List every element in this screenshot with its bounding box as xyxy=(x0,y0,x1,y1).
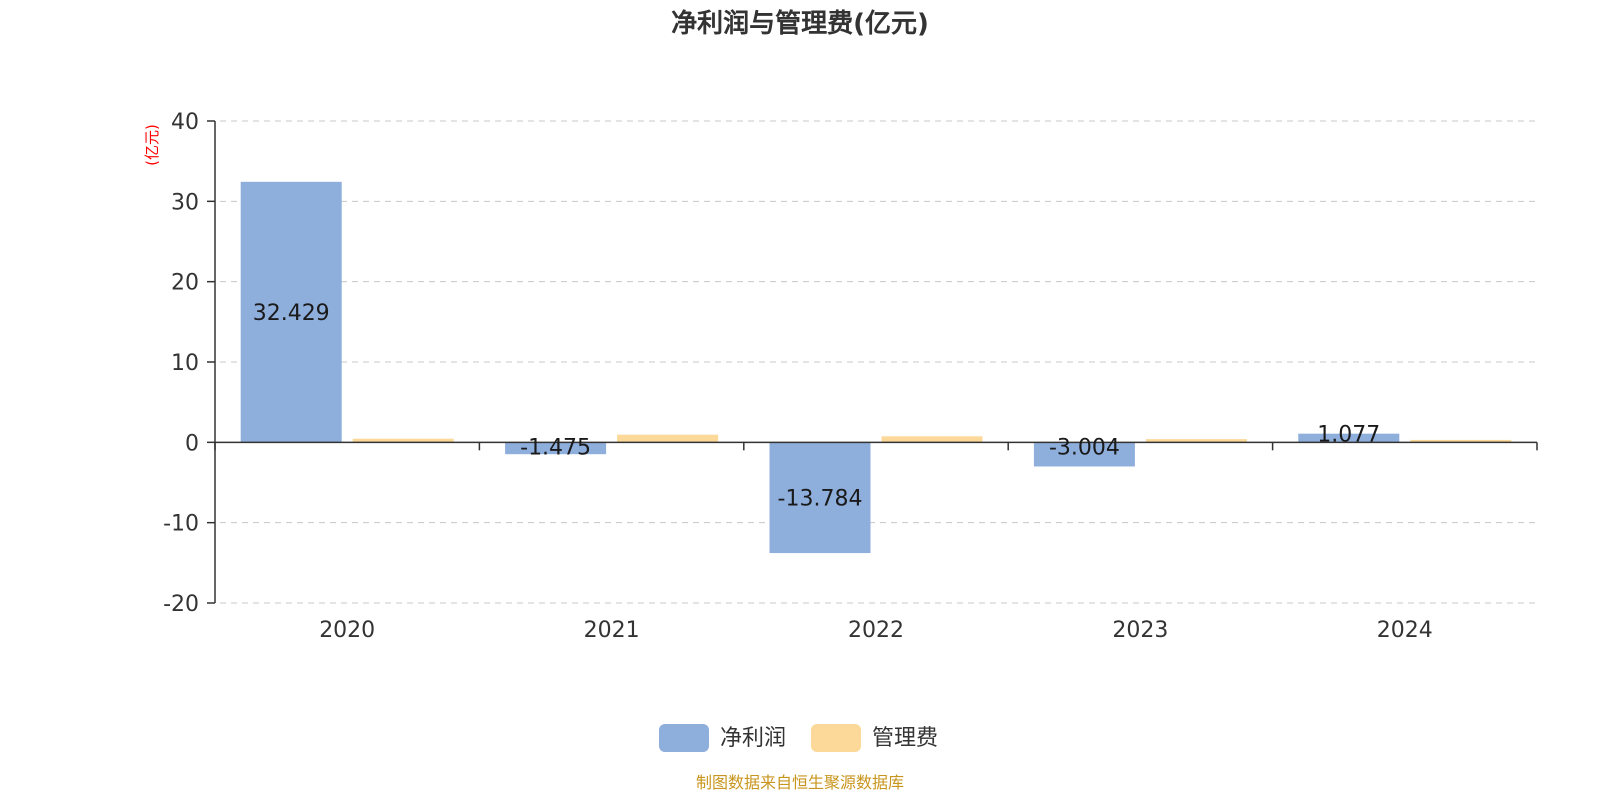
legend-swatch xyxy=(659,724,709,752)
y-tick-label: 0 xyxy=(185,431,199,456)
grid-lines xyxy=(220,120,1537,604)
y-tick-label: 30 xyxy=(171,190,199,215)
data-label: 32.429 xyxy=(253,301,330,326)
bar-admin-fee xyxy=(617,434,719,443)
source-note: 制图数据来自恒生聚源数据库 xyxy=(696,773,904,792)
bar-net-profit xyxy=(505,442,607,455)
legend-swatch xyxy=(811,724,861,752)
x-axis: 2020 2021 2022 2023 2024 xyxy=(214,441,1538,643)
data-label: -1.475 xyxy=(520,435,591,460)
x-tick-label: 2022 xyxy=(848,618,904,643)
bars xyxy=(240,181,1512,554)
bar-admin-fee xyxy=(1410,439,1512,443)
bar-net-profit xyxy=(1033,442,1135,467)
y-tick-label: -20 xyxy=(163,592,199,617)
data-label: -13.784 xyxy=(778,487,863,512)
bar-net-profit xyxy=(1298,433,1400,443)
x-tick-label: 2024 xyxy=(1377,618,1433,643)
chart-title: 净利润与管理费(亿元) xyxy=(671,8,929,39)
bar-admin-fee xyxy=(1145,439,1247,443)
y-axis: 40 30 20 10 0 -10 -20 xyxy=(163,110,216,617)
y-axis-unit: (亿元) xyxy=(143,124,161,166)
y-tick-label: 20 xyxy=(171,271,199,296)
legend-label: 管理费 xyxy=(872,726,938,751)
x-tick-label: 2021 xyxy=(584,618,640,643)
data-label: 1.077 xyxy=(1317,423,1380,448)
data-labels: 32.429 -1.475 -13.784 -3.004 1.077 xyxy=(253,301,1381,512)
y-tick-label: -10 xyxy=(163,512,199,537)
bar-admin-fee xyxy=(352,438,454,443)
x-tick-label: 2023 xyxy=(1112,618,1168,643)
legend-label: 净利润 xyxy=(720,726,786,751)
y-tick-label: 10 xyxy=(171,351,199,376)
bar-admin-fee xyxy=(881,436,983,443)
bar-net-profit xyxy=(769,442,871,554)
y-tick-label: 40 xyxy=(171,110,199,135)
data-label: -3.004 xyxy=(1049,435,1120,460)
x-tick-label: 2020 xyxy=(319,618,375,643)
bar-net-profit xyxy=(240,181,342,443)
legend: 净利润 管理费 xyxy=(659,724,938,752)
